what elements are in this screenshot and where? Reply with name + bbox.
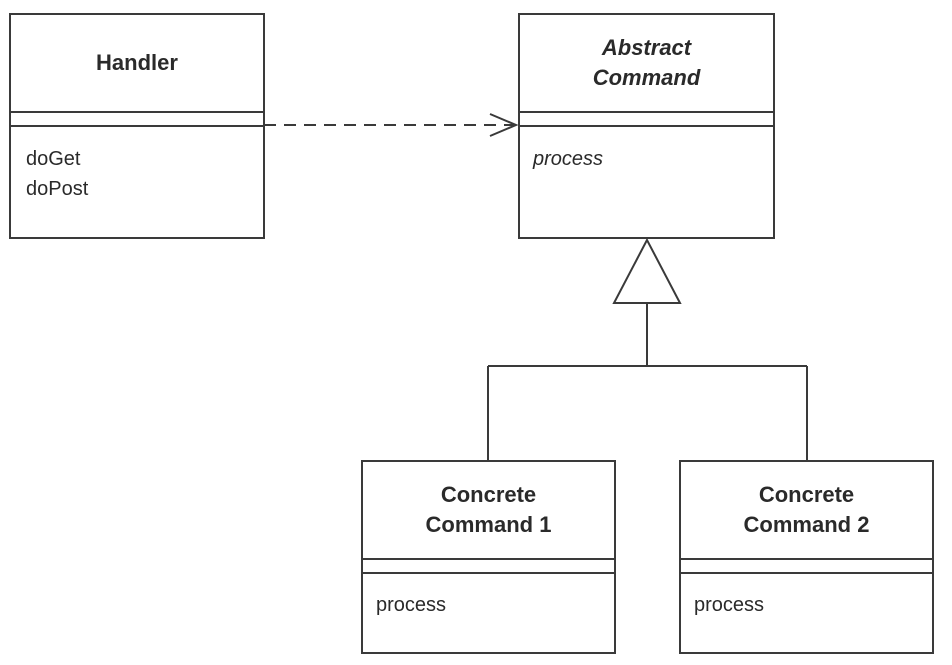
class-abstract-command: Abstract Command process — [518, 13, 775, 239]
operation-process: process — [694, 594, 765, 616]
class-divider — [681, 572, 932, 574]
class-divider — [363, 558, 614, 560]
operations-list-concrete-command-1: process — [363, 590, 614, 620]
class-divider — [11, 111, 263, 113]
operation-dopost: doPost — [26, 178, 89, 200]
class-divider — [520, 111, 773, 113]
generalization-triangle — [612, 237, 682, 304]
dependency-arrowhead — [489, 113, 519, 137]
class-name-concrete-command-1: Concrete Command 1 — [425, 482, 552, 537]
operations-list-abstract-command: process — [520, 144, 773, 174]
operation-process: process — [533, 148, 604, 170]
operation-process: process — [376, 594, 447, 616]
operation-doget: doGet — [26, 148, 81, 170]
class-name-abstract-command: Abstract Command — [592, 35, 701, 90]
operations-list-concrete-command-2: process — [681, 590, 932, 620]
operations-list-handler: doGet doPost — [11, 144, 263, 204]
class-name-concrete-command-2: Concrete Command 2 — [743, 482, 870, 537]
class-handler: Handler doGet doPost — [9, 13, 265, 239]
class-divider — [681, 558, 932, 560]
class-concrete-command-1: Concrete Command 1 process — [361, 460, 616, 654]
class-divider — [363, 572, 614, 574]
class-name-handler: Handler — [96, 50, 178, 75]
class-concrete-command-2: Concrete Command 2 process — [679, 460, 934, 654]
class-divider — [520, 125, 773, 127]
class-divider — [11, 125, 263, 127]
